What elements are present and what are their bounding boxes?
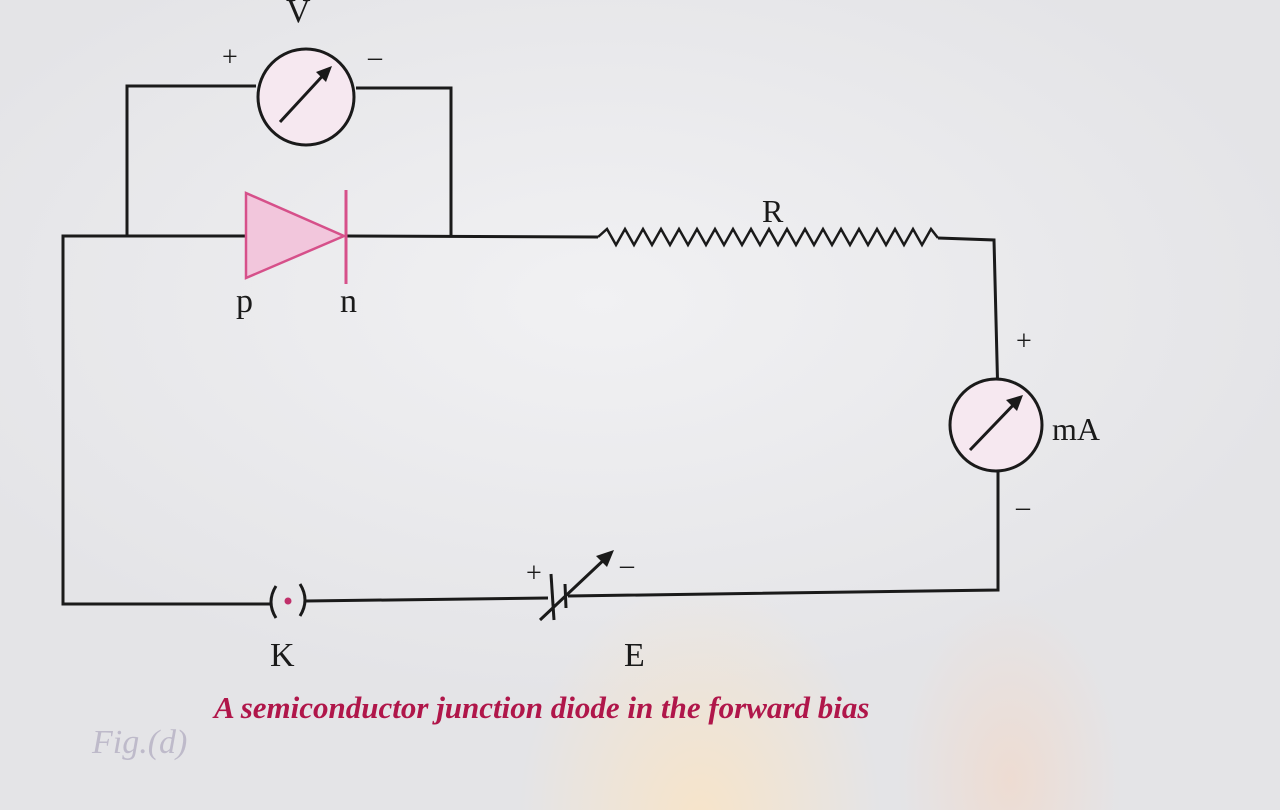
battery-variable-arrow	[538, 554, 610, 622]
bottom-wire-right	[567, 472, 1000, 598]
milliammeter-plus-sign: +	[1016, 326, 1032, 357]
key-switch	[269, 583, 307, 619]
key-contact-dot	[284, 597, 292, 605]
battery-arrow-head-icon	[596, 550, 614, 567]
milliammeter	[948, 377, 1044, 473]
milliammeter-label: mA	[1052, 411, 1100, 447]
variable-battery	[538, 550, 614, 622]
voltmeter-label: V	[286, 0, 311, 30]
key-label: K	[270, 637, 295, 674]
voltmeter-plus-sign: +	[222, 42, 238, 73]
diode-n-label: n	[340, 283, 357, 320]
resistor-label: R	[762, 193, 784, 229]
resistor-zigzag	[597, 226, 939, 248]
key-left-bracket	[269, 585, 278, 619]
diode-triangle	[244, 191, 348, 280]
wires	[61, 84, 1000, 606]
figure-caption: A semiconductor junction diode in the fo…	[214, 690, 870, 725]
figure-label: Fig.(d)	[92, 724, 188, 761]
voltmeter	[256, 47, 356, 147]
bottom-wire-middle	[305, 596, 549, 603]
milliammeter-minus-sign: –	[1015, 492, 1031, 523]
voltmeter-needle	[278, 68, 330, 124]
voltmeter-needle-arrow-icon	[316, 66, 332, 82]
milliammeter-needle-arrow-icon	[1006, 395, 1023, 411]
left-wire	[61, 234, 272, 606]
key-right-bracket	[298, 583, 307, 617]
battery-long-plate	[549, 573, 556, 621]
milliammeter-needle	[968, 398, 1020, 452]
voltmeter-right-lead	[356, 86, 453, 236]
voltmeter-dial	[256, 47, 356, 147]
right-wire	[937, 236, 1000, 401]
battery-minus-sign: –	[619, 550, 635, 581]
diode-symbol	[244, 190, 348, 284]
top-wire-diode-to-resistor	[345, 234, 599, 239]
voltmeter-minus-sign: –	[367, 42, 383, 73]
battery-label: E	[624, 637, 645, 674]
voltmeter-left-lead	[125, 84, 256, 236]
diode-p-label: p	[236, 283, 253, 320]
battery-plus-sign: +	[526, 558, 542, 589]
